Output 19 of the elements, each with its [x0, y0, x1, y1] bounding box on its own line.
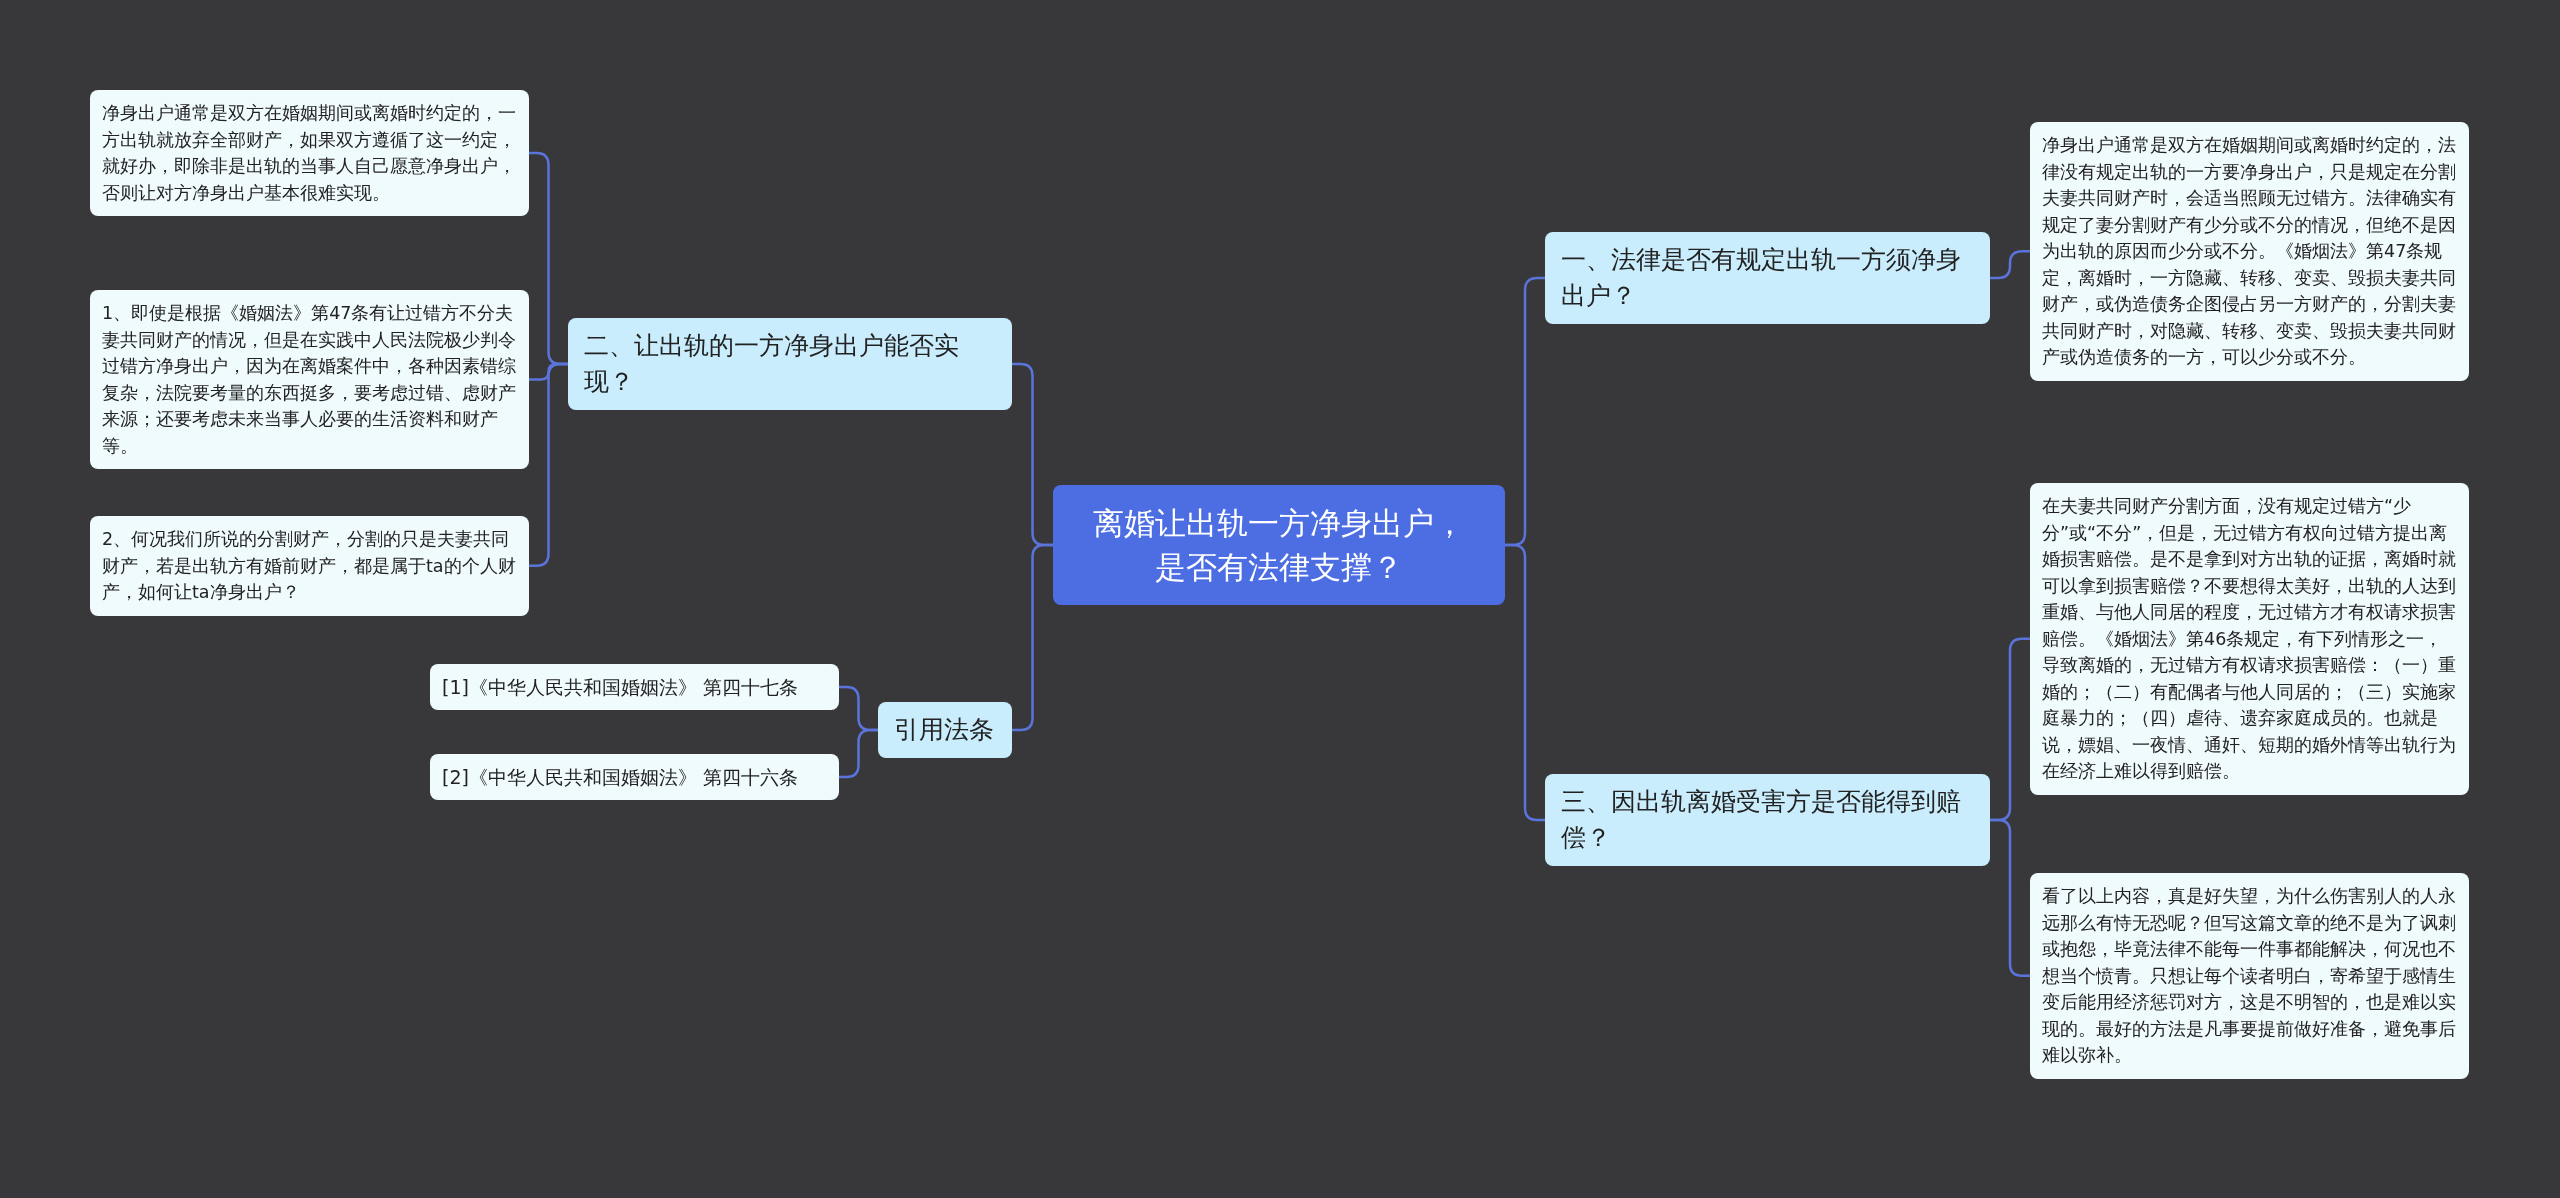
connector-line: [839, 728, 878, 779]
note-card: 在夫妻共同财产分割方面，没有规定过错方“少分”或“不分”，但是，无过错方有权向过错方提出离婚损害赔偿。是不是拿到对方出轨的证据，离婚时就可以拿到损害赔偿？不要想得太美好，出轨的人达到重婚、与他人同居的程度，无过错方才有权请求损害赔偿。《婚烟法》第46条规定，有下列情形之一，导致离婚的，无过错方有权请求损害赔偿：（一）重婚的；（二）有配偶者与他人同居的；（三）实施家庭暴力的；（四）虐待、遗弃家庭成员的。也就是说，嫖娼、一夜情、通奸、短期的婚外情等出轨行为在经济上难以得到赔偿。: [2030, 483, 2469, 795]
subtopic-box: 二、让出轨的一方净身出户能否实现？: [568, 318, 1012, 410]
note-card: 2、何况我们所说的分割财产，分割的只是夫妻共同财产，若是出轨方有婚前财产，都是属于ta的个人财产，如何让ta净身出户？: [90, 516, 529, 616]
topic-box: 离婚让出轨一方净身出户，是否有法律支撑？: [1053, 485, 1505, 605]
note-card: [1]《中华人民共和国婚姻法》 第四十七条: [430, 664, 839, 710]
note-card: [2]《中华人民共和国婚姻法》 第四十六条: [430, 754, 839, 800]
connector-line: [1990, 818, 2030, 977]
note-card: 1、即使是根据《婚姻法》第47条有让过错方不分夫妻共同财产的情况，但是在实践中人民法院极少判令过错方净身出户，因为在离婚案件中，各种因素错综复杂，法院要考量的东西挺多，要考虑过错、虑财产来源；还要考虑未来当事人必要的生活资料和财产等。: [90, 290, 529, 469]
connector-line: [1012, 543, 1053, 732]
connector-line: [1990, 250, 2030, 280]
connector-line: [1505, 543, 1545, 822]
connector-line: [529, 362, 568, 567]
subtopic-box: 一、法律是否有规定出轨一方须净身出户？: [1545, 232, 1990, 324]
note-card: 净身出户通常是双方在婚姻期间或离婚时约定的，一方出轨就放弃全部财产，如果双方遵循了这一约定，就好办，即除非是出轨的当事人自己愿意净身出户，否则让对方净身出户基本很难实现。: [90, 90, 529, 216]
note-card: 净身出户通常是双方在婚姻期间或离婚时约定的，法律没有规定出轨的一方要净身出户，只是规定在分割夫妻共同财产时，会适当照顾无过错方。法律确实有规定了妻分割财产有少分或不分的情况，但绝不是因为出轨的原因而少分或不分。《婚烟法》第47条规定，离婚时，一方隐藏、转移、变卖、毁损夫妻共同财产，或伪造债务企图侵占另一方财产的，分割夫妻共同财产时，对隐藏、转移、变卖、毁损夫妻共同财产或伪造债务的一方，可以少分或不分。: [2030, 122, 2469, 381]
subtopic-box: 引用法条: [878, 702, 1012, 758]
note-card: 看了以上内容，真是好失望，为什么伤害别人的人永远那么有恃无恐呢？但写这篇文章的绝不是为了讽刺或抱怨，毕竟法律不能每一件事都能解决，何况也不想当个愤青。只想让每个读者明白，寄希望于感情生变后能用经济惩罚对方，这是不明智的，也是难以实现的。最好的方法是凡事要提前做好准备，避免事后难以弥补。: [2030, 873, 2469, 1079]
subtopic-box: 三、因出轨离婚受害方是否能得到赔偿？: [1545, 774, 1990, 866]
